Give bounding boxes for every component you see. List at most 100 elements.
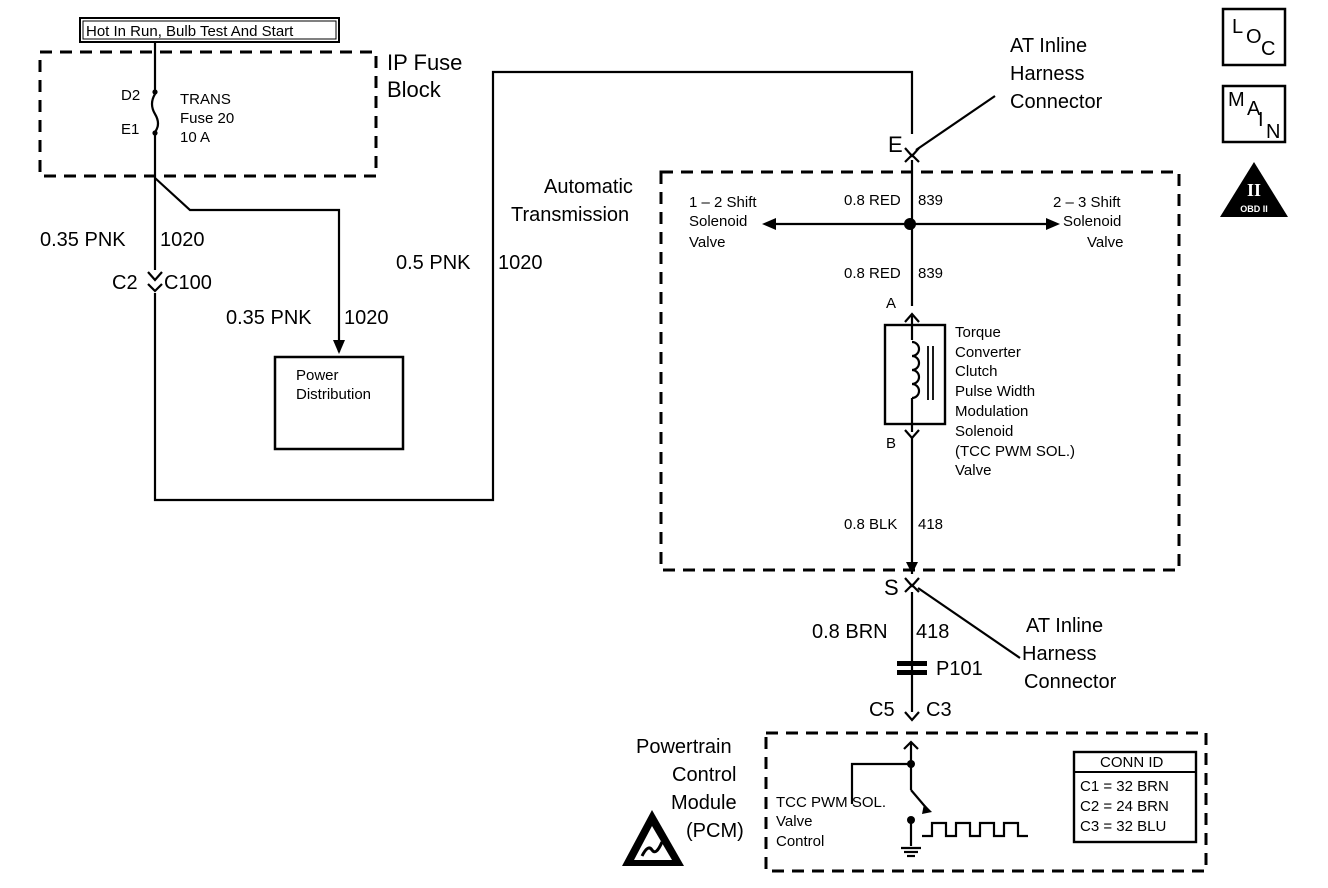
connector-c100-label: C100 [164,272,212,294]
svg-text:Valve: Valve [776,813,812,830]
arrow-to-power-distribution [333,340,345,354]
arrow-to-23-shift [1046,218,1060,230]
svg-text:Valve: Valve [689,234,725,251]
connector-c2-label: C2 [112,272,138,294]
svg-text:1 – 2 Shift: 1 – 2 Shift [689,194,757,211]
svg-text:Converter: Converter [955,344,1021,361]
svg-text:Torque: Torque [955,324,1001,341]
svg-text:Solenoid: Solenoid [689,213,747,230]
wire-6-circuit: 418 [918,516,943,533]
svg-text:M: M [1228,89,1245,111]
at-inline-top-3: Connector [1010,91,1103,113]
fuse-pin-d2: D2 [121,87,140,104]
wire-4-size: 0.8 RED [844,192,901,209]
conn-id-title: CONN ID [1100,754,1164,771]
wire-5-size: 0.8 RED [844,265,901,282]
fuse-name: TRANS [180,91,231,108]
shift-solenoid-12: 1 – 2 Shift Solenoid Valve [689,194,757,251]
svg-text:Distribution: Distribution [296,386,371,403]
svg-text:L: L [1232,16,1243,38]
svg-text:Pulse Width: Pulse Width [955,383,1035,400]
loc-icon[interactable]: L O C [1221,7,1287,67]
svg-text:Clutch: Clutch [955,363,998,380]
connector-b-label: B [886,435,896,452]
svg-text:Control: Control [776,833,824,850]
ip-fuse-block: IP Fuse Block D2 E1 TRANS Fuse 20 10 A [38,50,462,178]
auto-trans-title-2: Transmission [511,204,629,226]
ip-fuse-block-title-1: IP Fuse [387,50,462,75]
wire-7-size: 0.8 BRN [812,621,888,643]
power-source-label: Hot In Run, Bulb Test And Start [79,17,340,43]
at-inline-bottom-3: Connector [1024,671,1117,693]
svg-text:2 – 3 Shift: 2 – 3 Shift [1053,194,1121,211]
at-inline-top-2: Harness [1010,63,1084,85]
power-source-text: Hot In Run, Bulb Test And Start [86,23,294,40]
passthrough-p101: P101 [897,658,983,680]
automatic-transmission-block: Automatic Transmission [511,170,1181,572]
tcc-pwm-solenoid: Torque Converter Clutch Pulse Width Modu… [883,316,1075,479]
arrow-to-12-shift [762,218,776,230]
esd-warning-icon [622,810,684,866]
wire-1-circuit: 1020 [160,229,205,251]
wire-4-circuit: 839 [918,192,943,209]
connector-c5-label: C5 [869,699,895,721]
fuse-icon [150,93,160,133]
connector-e: E AT Inline Harness Connector [888,35,1103,163]
connector-a-label: A [886,295,896,312]
connector-c2-c100: C2 C100 [112,271,212,294]
svg-text:(TCC PWM SOL.): (TCC PWM SOL.) [955,443,1075,460]
conn-id-table: CONN ID C1 = 32 BRN C2 = 24 BRN C3 = 32 … [1072,750,1198,844]
connector-c3-label: C3 [926,699,952,721]
pcm-block: Powertrain Control Module (PCM) TCC PWM … [636,731,1208,873]
main-icon[interactable]: M A I N [1221,84,1287,144]
svg-text:II: II [1247,180,1261,200]
svg-text:Modulation: Modulation [955,403,1028,420]
svg-text:O: O [1246,26,1262,48]
shift-solenoid-23: 2 – 3 Shift Solenoid Valve [1053,194,1123,251]
svg-text:Valve: Valve [1087,234,1123,251]
connector-c5-c3: C5 C3 [869,699,952,722]
wire-7-circuit: 418 [916,621,949,643]
ip-fuse-block-title-2: Block [387,77,442,102]
svg-text:S: S [884,575,899,600]
wire-3-size: 0.5 PNK [396,252,471,274]
conn-id-row: C2 = 24 BRN [1080,798,1169,815]
svg-text:TCC PWM SOL.: TCC PWM SOL. [776,794,886,811]
svg-text:Power: Power [296,367,339,384]
svg-text:OBD II: OBD II [1240,204,1268,214]
arrow-to-connector-s [906,562,918,574]
svg-text:Valve: Valve [955,462,991,479]
wire-2-size: 0.35 PNK [226,307,312,329]
svg-text:P101: P101 [936,658,983,680]
auto-trans-title-1: Automatic [544,176,633,198]
at-inline-bottom-2: Harness [1022,643,1096,665]
at-inline-bottom-1: AT Inline [1026,615,1103,637]
svg-text:Solenoid: Solenoid [955,423,1013,440]
connector-s: S AT Inline Harness Connector [884,575,1117,693]
at-inline-top-1: AT Inline [1010,35,1087,57]
conn-id-row: C1 = 32 BRN [1080,778,1169,795]
obd-ii-icon[interactable]: II OBD II [1220,162,1288,217]
fuse-pin-e1: E1 [121,121,139,138]
svg-text:E: E [888,132,903,157]
pwm-waveform-icon [922,821,1028,838]
pcm-title-3: Module [671,792,737,814]
svg-text:C: C [1261,38,1275,60]
svg-text:Solenoid: Solenoid [1063,213,1121,230]
solenoid-coil-icon [911,340,921,400]
fuse-rating: 10 A [180,129,210,146]
pcm-title-4: (PCM) [686,820,744,842]
pcm-title-1: Powertrain [636,736,732,758]
wire-2-circuit: 1020 [344,307,389,329]
conn-id-row: C3 = 32 BLU [1080,818,1166,835]
svg-text:I: I [1258,109,1264,131]
svg-text:N: N [1266,121,1280,143]
wire-5-circuit: 839 [918,265,943,282]
wire-3-circuit: 1020 [498,252,543,274]
pcm-title-2: Control [672,764,736,786]
svg-text:A: A [1247,98,1261,120]
wire-1-size: 0.35 PNK [40,229,126,251]
fuse-number: Fuse 20 [180,110,234,127]
wire-6-size: 0.8 BLK [844,516,897,533]
